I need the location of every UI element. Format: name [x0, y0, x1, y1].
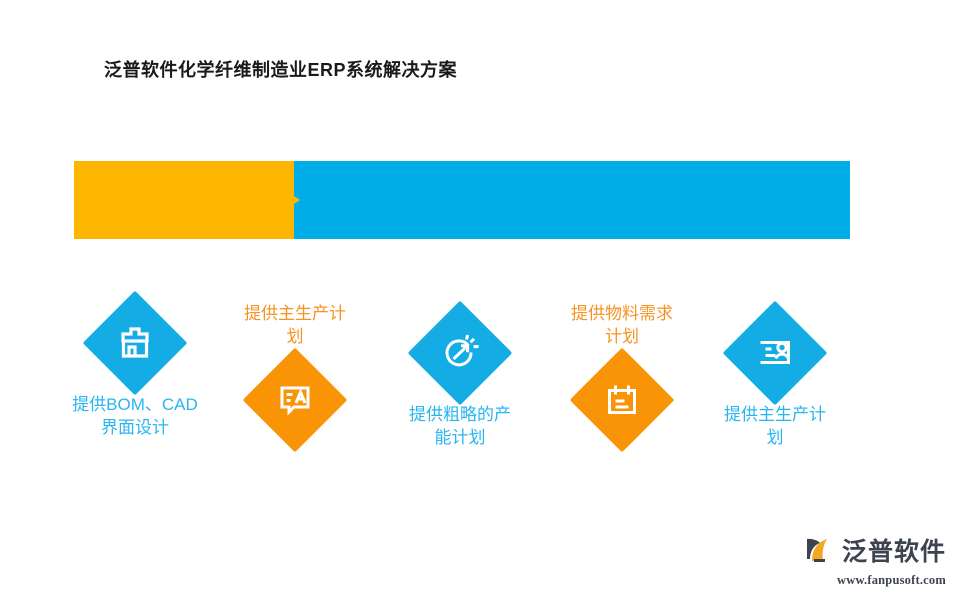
logo-url: www.fanpusoft.com — [837, 573, 946, 587]
node-master-production-plan-2[interactable]: 提供主生产计 划 — [670, 300, 880, 450]
process-banner — [74, 161, 850, 239]
calendar-notes-icon — [585, 363, 659, 437]
logo-text: 泛普软件 — [841, 538, 946, 566]
company-logo: 泛普软件 www.fanpusoft.com — [804, 535, 946, 588]
translate-speech-bubble-icon — [258, 363, 332, 437]
node-rough-capacity-plan[interactable]: 提供粗略的产 能计划 — [355, 300, 565, 450]
fanpu-logo-icon — [804, 535, 838, 570]
node-diamond-shape — [569, 347, 675, 453]
node-material-requirement-plan[interactable]: 提供物料需求 计划 — [517, 303, 727, 453]
store-front-icon — [98, 306, 172, 380]
id-card-person-icon — [738, 316, 812, 390]
node-label: 提供粗略的产 能计划 — [409, 405, 511, 447]
node-diamond-shape — [242, 347, 348, 453]
page-title: 泛普软件化学纤维制造业ERP系统解决方案 — [104, 60, 458, 80]
node-diamond-shape — [407, 300, 513, 406]
node-master-production-plan-1[interactable]: 提供主生产计 划 — [190, 303, 400, 453]
node-diamond-shape — [82, 290, 188, 396]
logo-row: 泛普软件 — [804, 535, 946, 570]
node-diamond-shape — [722, 300, 828, 406]
node-bom-cad[interactable]: 提供BOM、CAD 界面设计 — [30, 290, 240, 440]
node-label: 提供物料需求 计划 — [571, 304, 673, 346]
node-label: 提供BOM、CAD 界面设计 — [72, 395, 198, 437]
node-label: 提供主生产计 划 — [724, 405, 826, 447]
gauge-arrow-icon — [423, 316, 497, 390]
node-label: 提供主生产计 划 — [244, 304, 346, 346]
